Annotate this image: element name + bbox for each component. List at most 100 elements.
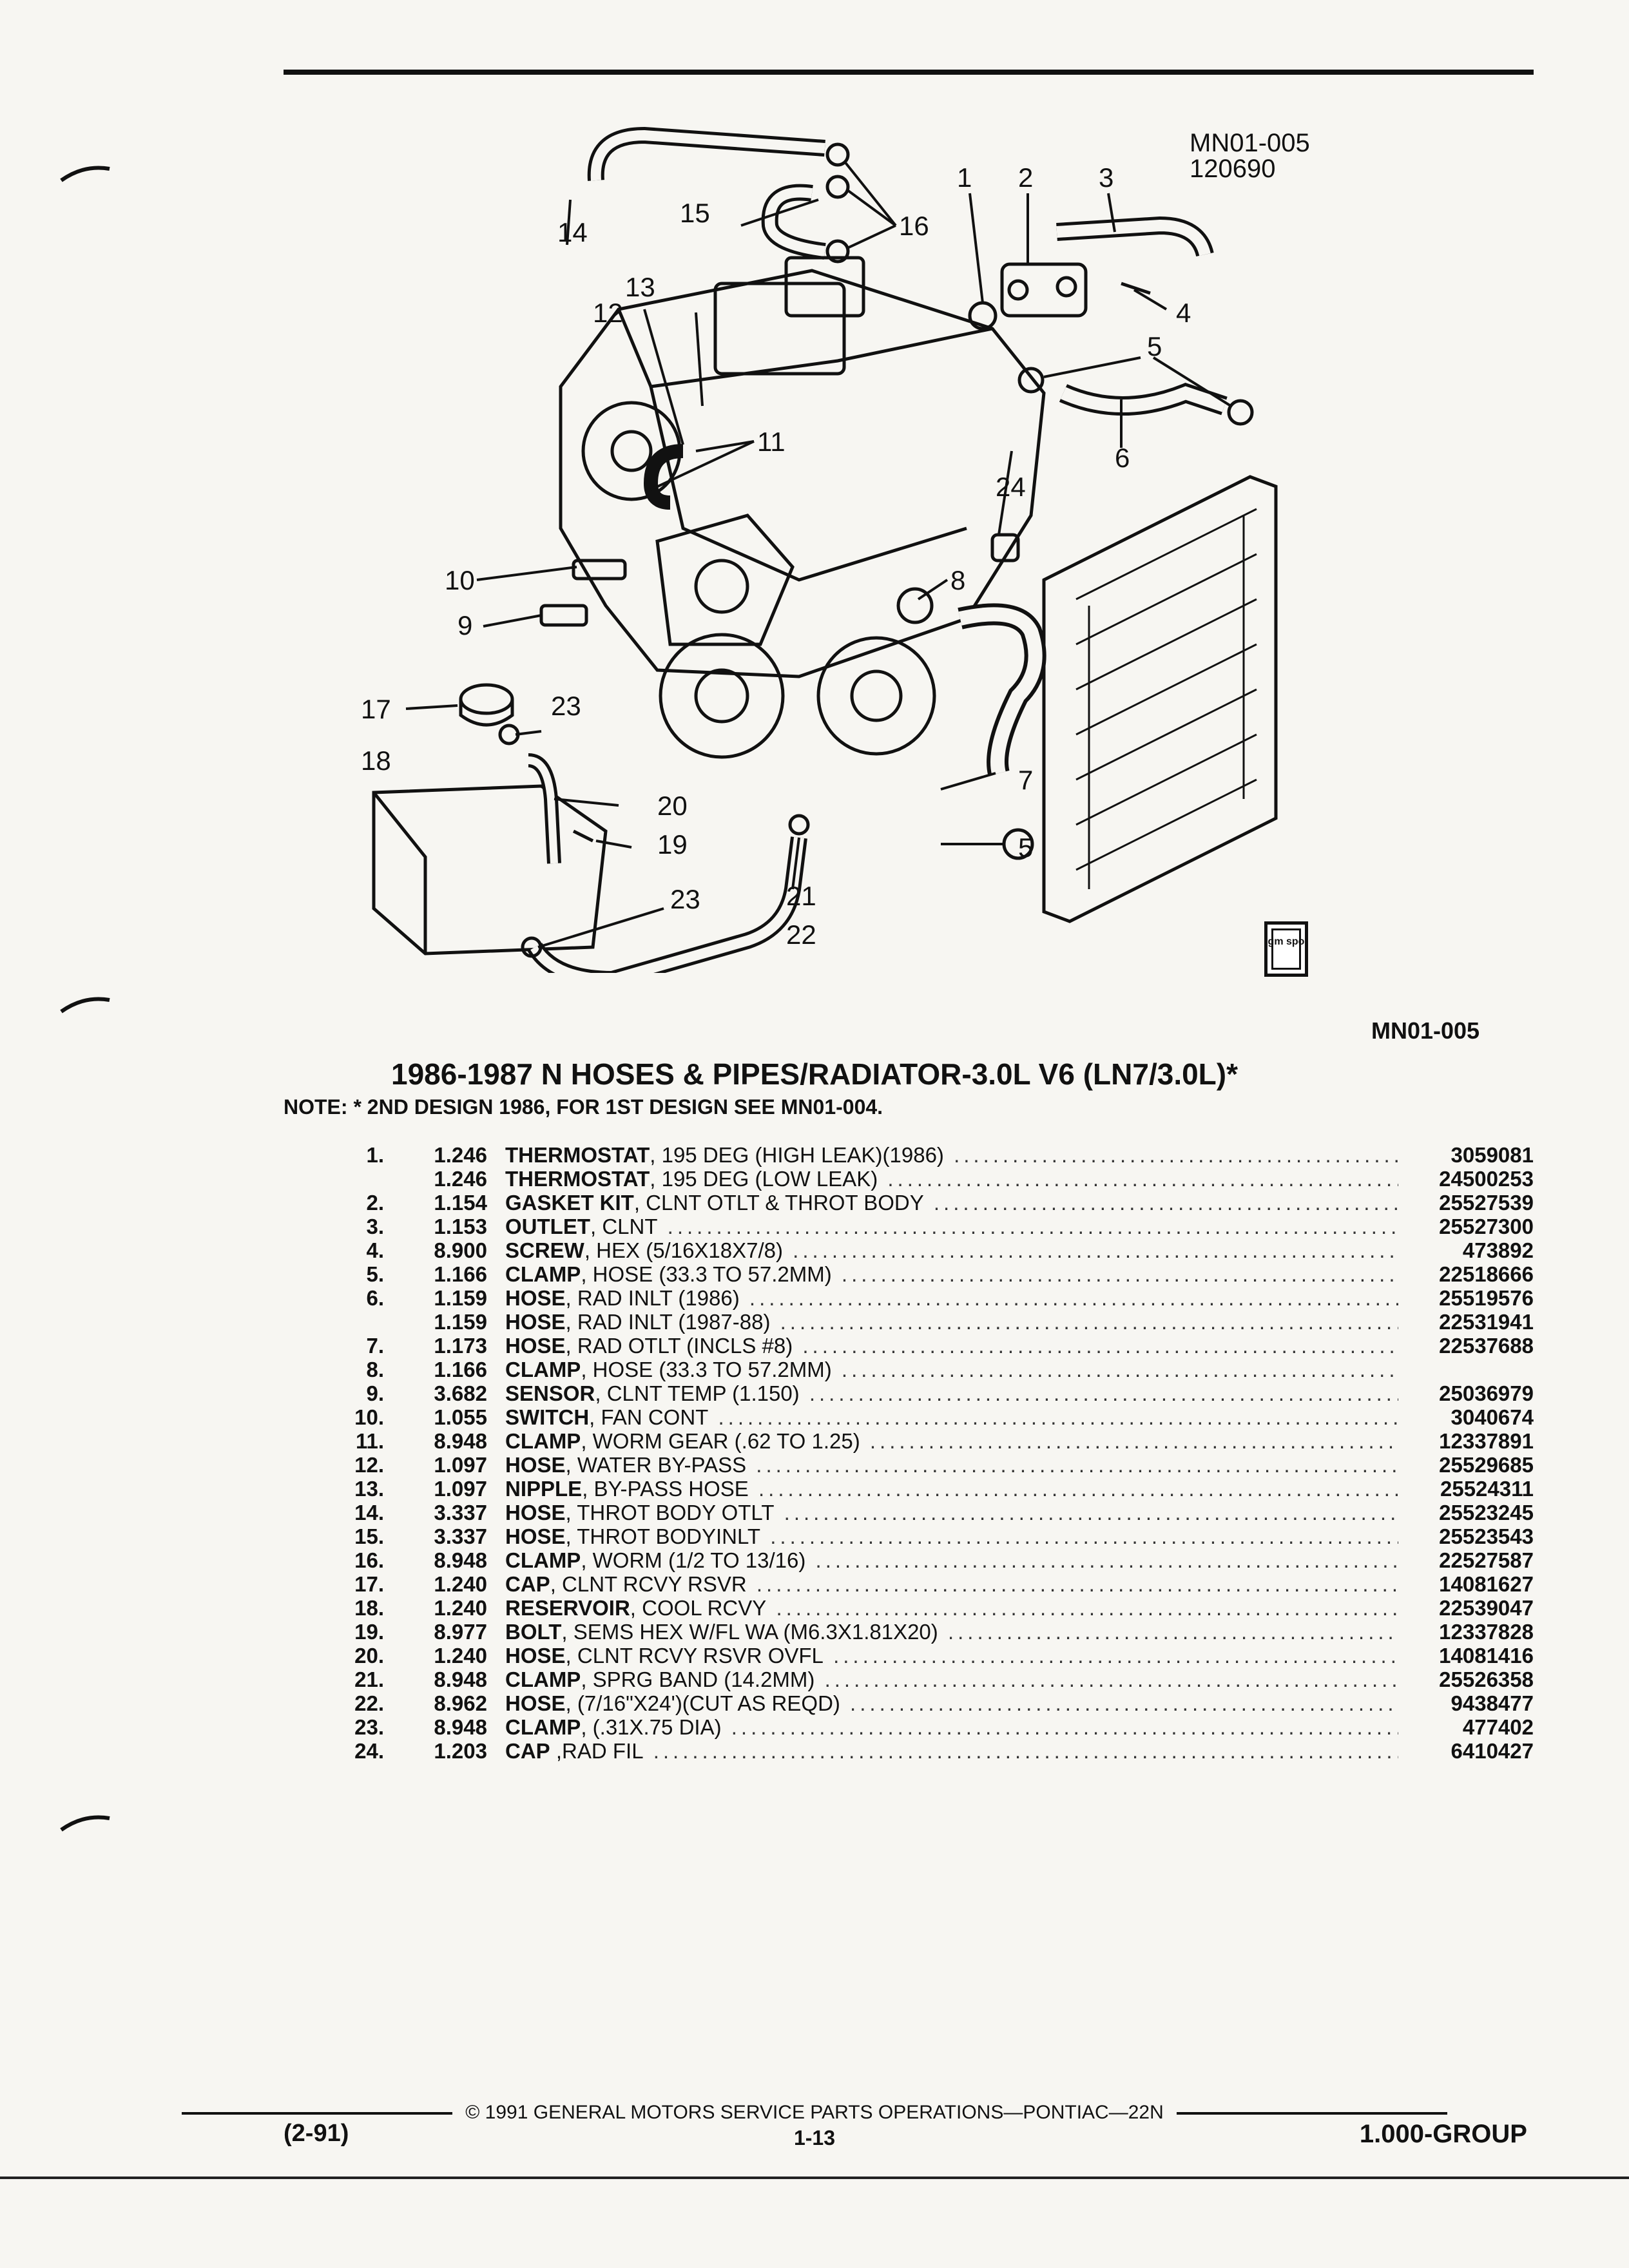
- part-number: 25529685: [1439, 1453, 1534, 1477]
- part-number: 25523543: [1439, 1524, 1534, 1548]
- part-name: CLAMP: [505, 1548, 581, 1572]
- item-number: 13.: [354, 1477, 384, 1501]
- part-number: 25527539: [1439, 1191, 1534, 1215]
- leader-dots: ........................................…: [667, 1215, 1398, 1238]
- svg-text:23: 23: [670, 884, 700, 914]
- item-number: 17.: [354, 1572, 384, 1596]
- part-number: 22537688: [1439, 1334, 1534, 1358]
- item-number: 6.: [366, 1286, 384, 1310]
- part-detail: , THROT BODY OTLT: [565, 1501, 775, 1524]
- svg-text:1: 1: [957, 162, 972, 193]
- part-name: HOSE: [505, 1644, 566, 1667]
- part-detail: , SEMS HEX W/FL WA (M6.3X1.81X20): [561, 1620, 938, 1644]
- group-number: 1.166: [434, 1358, 487, 1381]
- item-number: 21.: [354, 1667, 384, 1691]
- part-detail: , RAD OTLT (INCLS #8): [565, 1334, 793, 1358]
- footer-group: 1.000-GROUP: [1359, 2120, 1527, 2148]
- part-detail: , HOSE (33.3 TO 57.2MM): [581, 1358, 832, 1381]
- part-number: 25519576: [1439, 1286, 1534, 1310]
- part-description: CAP ,RAD FIL ...........................…: [505, 1739, 1398, 1763]
- part-description: SENSOR, CLNT TEMP (1.150) ..............…: [505, 1381, 1398, 1406]
- margin-mark: [60, 166, 110, 182]
- part-detail: , WATER BY-PASS: [565, 1453, 747, 1477]
- part-name: THERMOSTAT: [505, 1143, 650, 1167]
- part-name: HOSE: [505, 1501, 566, 1524]
- item-number: 9.: [366, 1381, 384, 1405]
- top-rule: [284, 70, 1534, 75]
- item-number: 2.: [366, 1191, 384, 1215]
- leader-dots: ........................................…: [947, 1620, 1398, 1644]
- leader-dots: ........................................…: [780, 1310, 1398, 1334]
- parts-row: 6. 1.159 HOSE, RAD INLT (1986) ...........…: [322, 1286, 1534, 1310]
- figure-date-code: 120690: [1190, 155, 1276, 183]
- svg-text:12: 12: [593, 298, 623, 328]
- part-name: HOSE: [505, 1334, 566, 1358]
- page-title: 1986-1987 N HOSES & PIPES/RADIATOR-3.0L …: [390, 1057, 1238, 1091]
- part-detail: , HOSE (33.3 TO 57.2MM): [581, 1262, 832, 1286]
- item-number: 4.: [366, 1238, 384, 1262]
- group-number: 1.240: [434, 1572, 487, 1596]
- part-description: HOSE, WATER BY-PASS ....................…: [505, 1453, 1398, 1477]
- svg-text:17: 17: [361, 694, 391, 724]
- part-description: THERMOSTAT, 195 DEG (HIGH LEAK)(1986) ..…: [505, 1143, 1398, 1168]
- svg-text:4: 4: [1176, 298, 1191, 328]
- footer-page-number: 1-13: [793, 2126, 836, 2149]
- group-number: 1.173: [434, 1334, 487, 1358]
- part-description: CLAMP, HOSE (33.3 TO 57.2MM) ...........…: [505, 1262, 1398, 1287]
- leader-dots: ........................................…: [815, 1548, 1398, 1572]
- part-name: SWITCH: [505, 1405, 590, 1429]
- group-number: 8.900: [434, 1238, 487, 1262]
- leader-dots: ........................................…: [770, 1524, 1398, 1548]
- part-description: CAP, CLNT RCVY RSVR ....................…: [505, 1572, 1398, 1597]
- item-number: 24.: [354, 1739, 384, 1763]
- leader-dots: ........................................…: [887, 1167, 1398, 1191]
- part-detail: , (.31X.75 DIA): [581, 1715, 722, 1739]
- leader-dots: ........................................…: [933, 1191, 1398, 1215]
- parts-row: 2. 1.154 GASKET KIT, CLNT OTLT & THROT BOD…: [322, 1191, 1534, 1215]
- part-description: NIPPLE, BY-PASS HOSE ...................…: [505, 1477, 1398, 1501]
- svg-text:2: 2: [1018, 162, 1033, 193]
- item-number: 15.: [354, 1524, 384, 1548]
- group-number: 1.166: [434, 1262, 487, 1286]
- group-number: 1.159: [434, 1286, 487, 1310]
- margin-mark: [60, 1815, 110, 1832]
- leader-dots: ........................................…: [653, 1739, 1398, 1763]
- svg-text:7: 7: [1018, 765, 1033, 795]
- part-name: SENSOR: [505, 1381, 595, 1405]
- part-detail: , THROT BODYINLT: [565, 1524, 761, 1548]
- part-detail: , WORM (1/2 TO 13/16): [581, 1548, 806, 1572]
- part-name: OUTLET: [505, 1215, 590, 1238]
- part-description: SWITCH, FAN CONT .......................…: [505, 1405, 1398, 1430]
- part-number: 22531941: [1439, 1310, 1534, 1334]
- leader-dots: ........................................…: [731, 1715, 1398, 1739]
- figure-bottom-code: MN01-005: [1371, 1017, 1480, 1044]
- part-number: 25036979: [1439, 1381, 1534, 1405]
- part-name: SCREW: [505, 1238, 584, 1262]
- part-description: THERMOSTAT, 195 DEG (LOW LEAK) .........…: [505, 1167, 1398, 1191]
- part-name: BOLT: [505, 1620, 562, 1644]
- part-description: HOSE, THROT BODYINLT ...................…: [505, 1524, 1398, 1549]
- item-number: 10.: [354, 1405, 384, 1429]
- group-number: 1.154: [434, 1191, 487, 1215]
- leader-dots: ........................................…: [802, 1334, 1398, 1358]
- part-description: HOSE, RAD INLT (1986) ..................…: [505, 1286, 1398, 1311]
- part-description: GASKET KIT, CLNT OTLT & THROT BODY .....…: [505, 1191, 1398, 1215]
- part-number: 14081627: [1439, 1572, 1534, 1596]
- part-name: HOSE: [505, 1310, 566, 1334]
- copyright-text: © 1991 GENERAL MOTORS SERVICE PARTS OPER…: [465, 2102, 1164, 2123]
- part-description: HOSE, CLNT RCVY RSVR OVFL ..............…: [505, 1644, 1398, 1668]
- group-number: 8.948: [434, 1548, 487, 1572]
- group-number: 1.240: [434, 1596, 487, 1620]
